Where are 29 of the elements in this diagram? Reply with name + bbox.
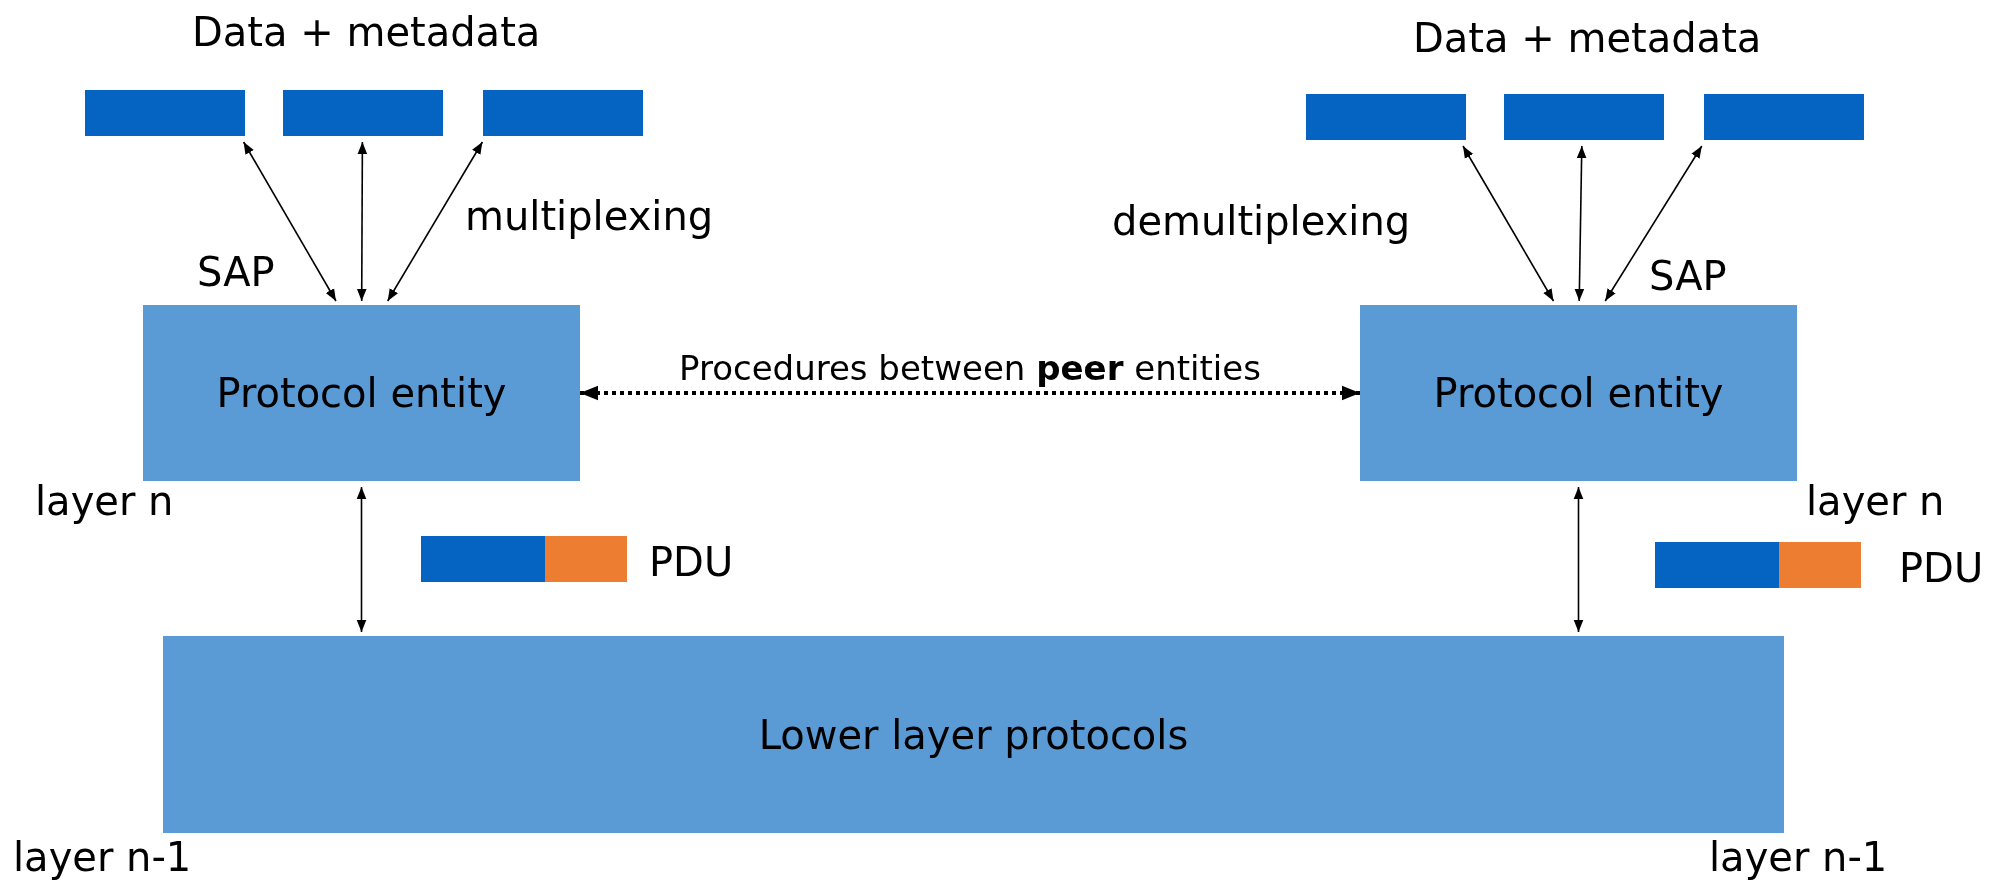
pdu-block xyxy=(421,536,627,582)
data-block xyxy=(283,90,443,136)
data-block xyxy=(483,90,643,136)
double-arrow xyxy=(242,141,337,302)
data-block xyxy=(85,90,245,136)
data-block xyxy=(1704,94,1864,140)
protocol-entity-box xyxy=(1360,305,1797,481)
data-block xyxy=(1306,94,1466,140)
box-label: Protocol entity xyxy=(216,370,507,416)
double-arrow xyxy=(386,141,484,302)
heading: Data + metadata xyxy=(192,12,541,52)
box-label: Protocol entity xyxy=(1433,370,1724,416)
double-arrow xyxy=(1604,145,1703,302)
double-arrow xyxy=(1574,145,1587,302)
sap-label: SAP xyxy=(197,252,275,292)
pdu-block xyxy=(1655,542,1861,588)
data-block xyxy=(1504,94,1664,140)
double-arrow xyxy=(1462,145,1555,302)
pdu-label: PDU xyxy=(1899,548,1984,588)
double-arrow xyxy=(356,141,368,302)
double-arrow xyxy=(356,486,367,633)
sap-label: SAP xyxy=(1649,256,1727,296)
heading: Data + metadata xyxy=(1413,18,1762,58)
double-arrow xyxy=(580,385,1360,401)
lower-layer-box xyxy=(163,636,1784,833)
protocol-entity-box xyxy=(143,305,580,481)
double-arrow xyxy=(1573,486,1584,633)
box-label: Lower layer protocols xyxy=(758,711,1189,758)
pdu-label: PDU xyxy=(649,542,734,582)
